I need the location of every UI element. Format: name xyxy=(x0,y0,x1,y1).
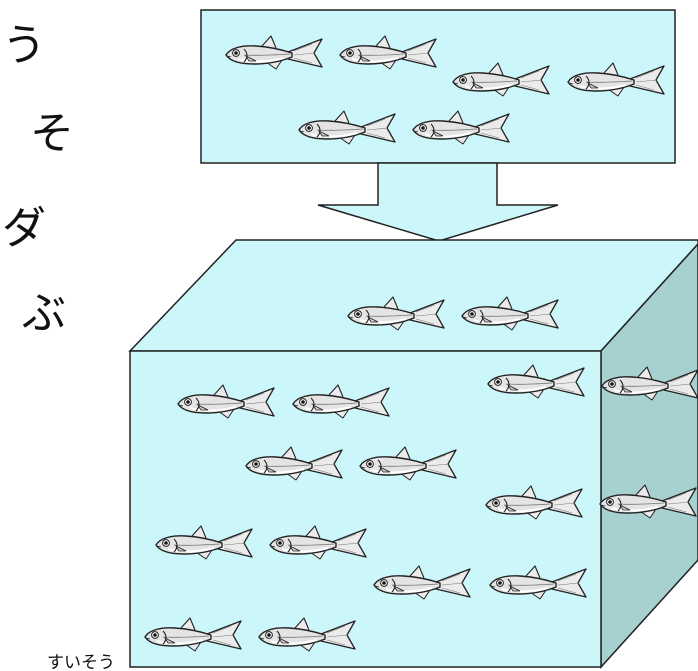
tank-label: すいそう xyxy=(47,653,115,671)
down-arrow xyxy=(317,162,559,242)
cut-text-fragment-4: ぶ xyxy=(22,288,66,339)
cut-text-fragment-3: ダ xyxy=(2,203,46,254)
tank-top-face xyxy=(128,239,698,352)
cut-text-fragment-1: う xyxy=(2,20,46,71)
cut-text-fragment-2: そ xyxy=(30,108,74,159)
